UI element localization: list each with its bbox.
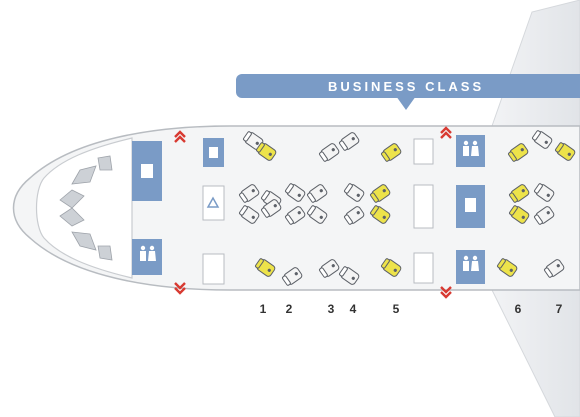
cabin-class-label: BUSINESS CLASS: [328, 78, 485, 94]
seat-group: [238, 129, 576, 286]
seat[interactable]: [238, 183, 260, 203]
seat-highlighted[interactable]: [255, 141, 277, 161]
lavatory-icon: [463, 255, 479, 271]
seat[interactable]: [338, 265, 360, 285]
closet-icon: [209, 147, 218, 158]
seat[interactable]: [533, 182, 555, 202]
seat[interactable]: [306, 183, 328, 203]
cabin-banner: BUSINESS CLASS: [236, 74, 580, 98]
hanger-icon: [206, 196, 220, 208]
galley-icon: [465, 198, 476, 212]
seat[interactable]: [343, 205, 365, 225]
galley-icon: [141, 164, 153, 178]
seat[interactable]: [318, 258, 340, 278]
seat-highlighted[interactable]: [554, 141, 576, 161]
cabin-partition-middle: [413, 184, 434, 229]
forward-lavatory: [132, 239, 162, 275]
exit-marker-forward-bottom: [174, 282, 186, 295]
mid-lavatory-upper: [456, 135, 485, 167]
row-label: 4: [349, 302, 357, 316]
banner-pointer: [396, 96, 416, 110]
seat[interactable]: [543, 258, 565, 278]
seat[interactable]: [284, 205, 306, 225]
seat[interactable]: [338, 131, 360, 151]
seat-highlighted[interactable]: [380, 257, 402, 277]
row-label: 2: [285, 302, 293, 316]
row-label: 7: [555, 302, 563, 316]
lavatory-icon: [140, 245, 156, 261]
seat[interactable]: [284, 182, 306, 202]
cabin-partition-upper: [413, 138, 434, 165]
seat-highlighted[interactable]: [369, 204, 391, 224]
seat[interactable]: [318, 142, 340, 162]
cockpit: [35, 137, 133, 279]
lavatory-icon: [463, 140, 479, 156]
exit-marker-mid-bottom: [440, 286, 452, 299]
upper-wing: [491, 0, 580, 127]
row-label: 6: [514, 302, 522, 316]
seat-highlighted[interactable]: [254, 257, 276, 277]
row-label: 5: [392, 302, 400, 316]
storage-lower: [202, 253, 225, 285]
seat-highlighted[interactable]: [369, 183, 391, 203]
seat[interactable]: [533, 205, 555, 225]
bassinet-bulkhead: [202, 185, 225, 221]
cockpit-windows: [59, 155, 113, 261]
row-label: 1: [259, 302, 267, 316]
row-label: 3: [327, 302, 335, 316]
exit-marker-forward-top: [174, 130, 186, 143]
seat[interactable]: [260, 198, 282, 218]
seat[interactable]: [281, 266, 303, 286]
seat-highlighted[interactable]: [508, 204, 530, 224]
seat-highlighted[interactable]: [380, 142, 402, 162]
exit-marker-mid-top: [440, 126, 452, 139]
seat[interactable]: [531, 129, 553, 149]
seat-highlighted[interactable]: [496, 257, 518, 277]
mid-lavatory-lower: [456, 250, 485, 284]
seat[interactable]: [238, 204, 260, 224]
seat[interactable]: [343, 182, 365, 202]
cabin-partition-lower: [413, 252, 434, 284]
seat-highlighted[interactable]: [507, 142, 529, 162]
seat-highlighted[interactable]: [508, 183, 530, 203]
seat[interactable]: [306, 204, 328, 224]
